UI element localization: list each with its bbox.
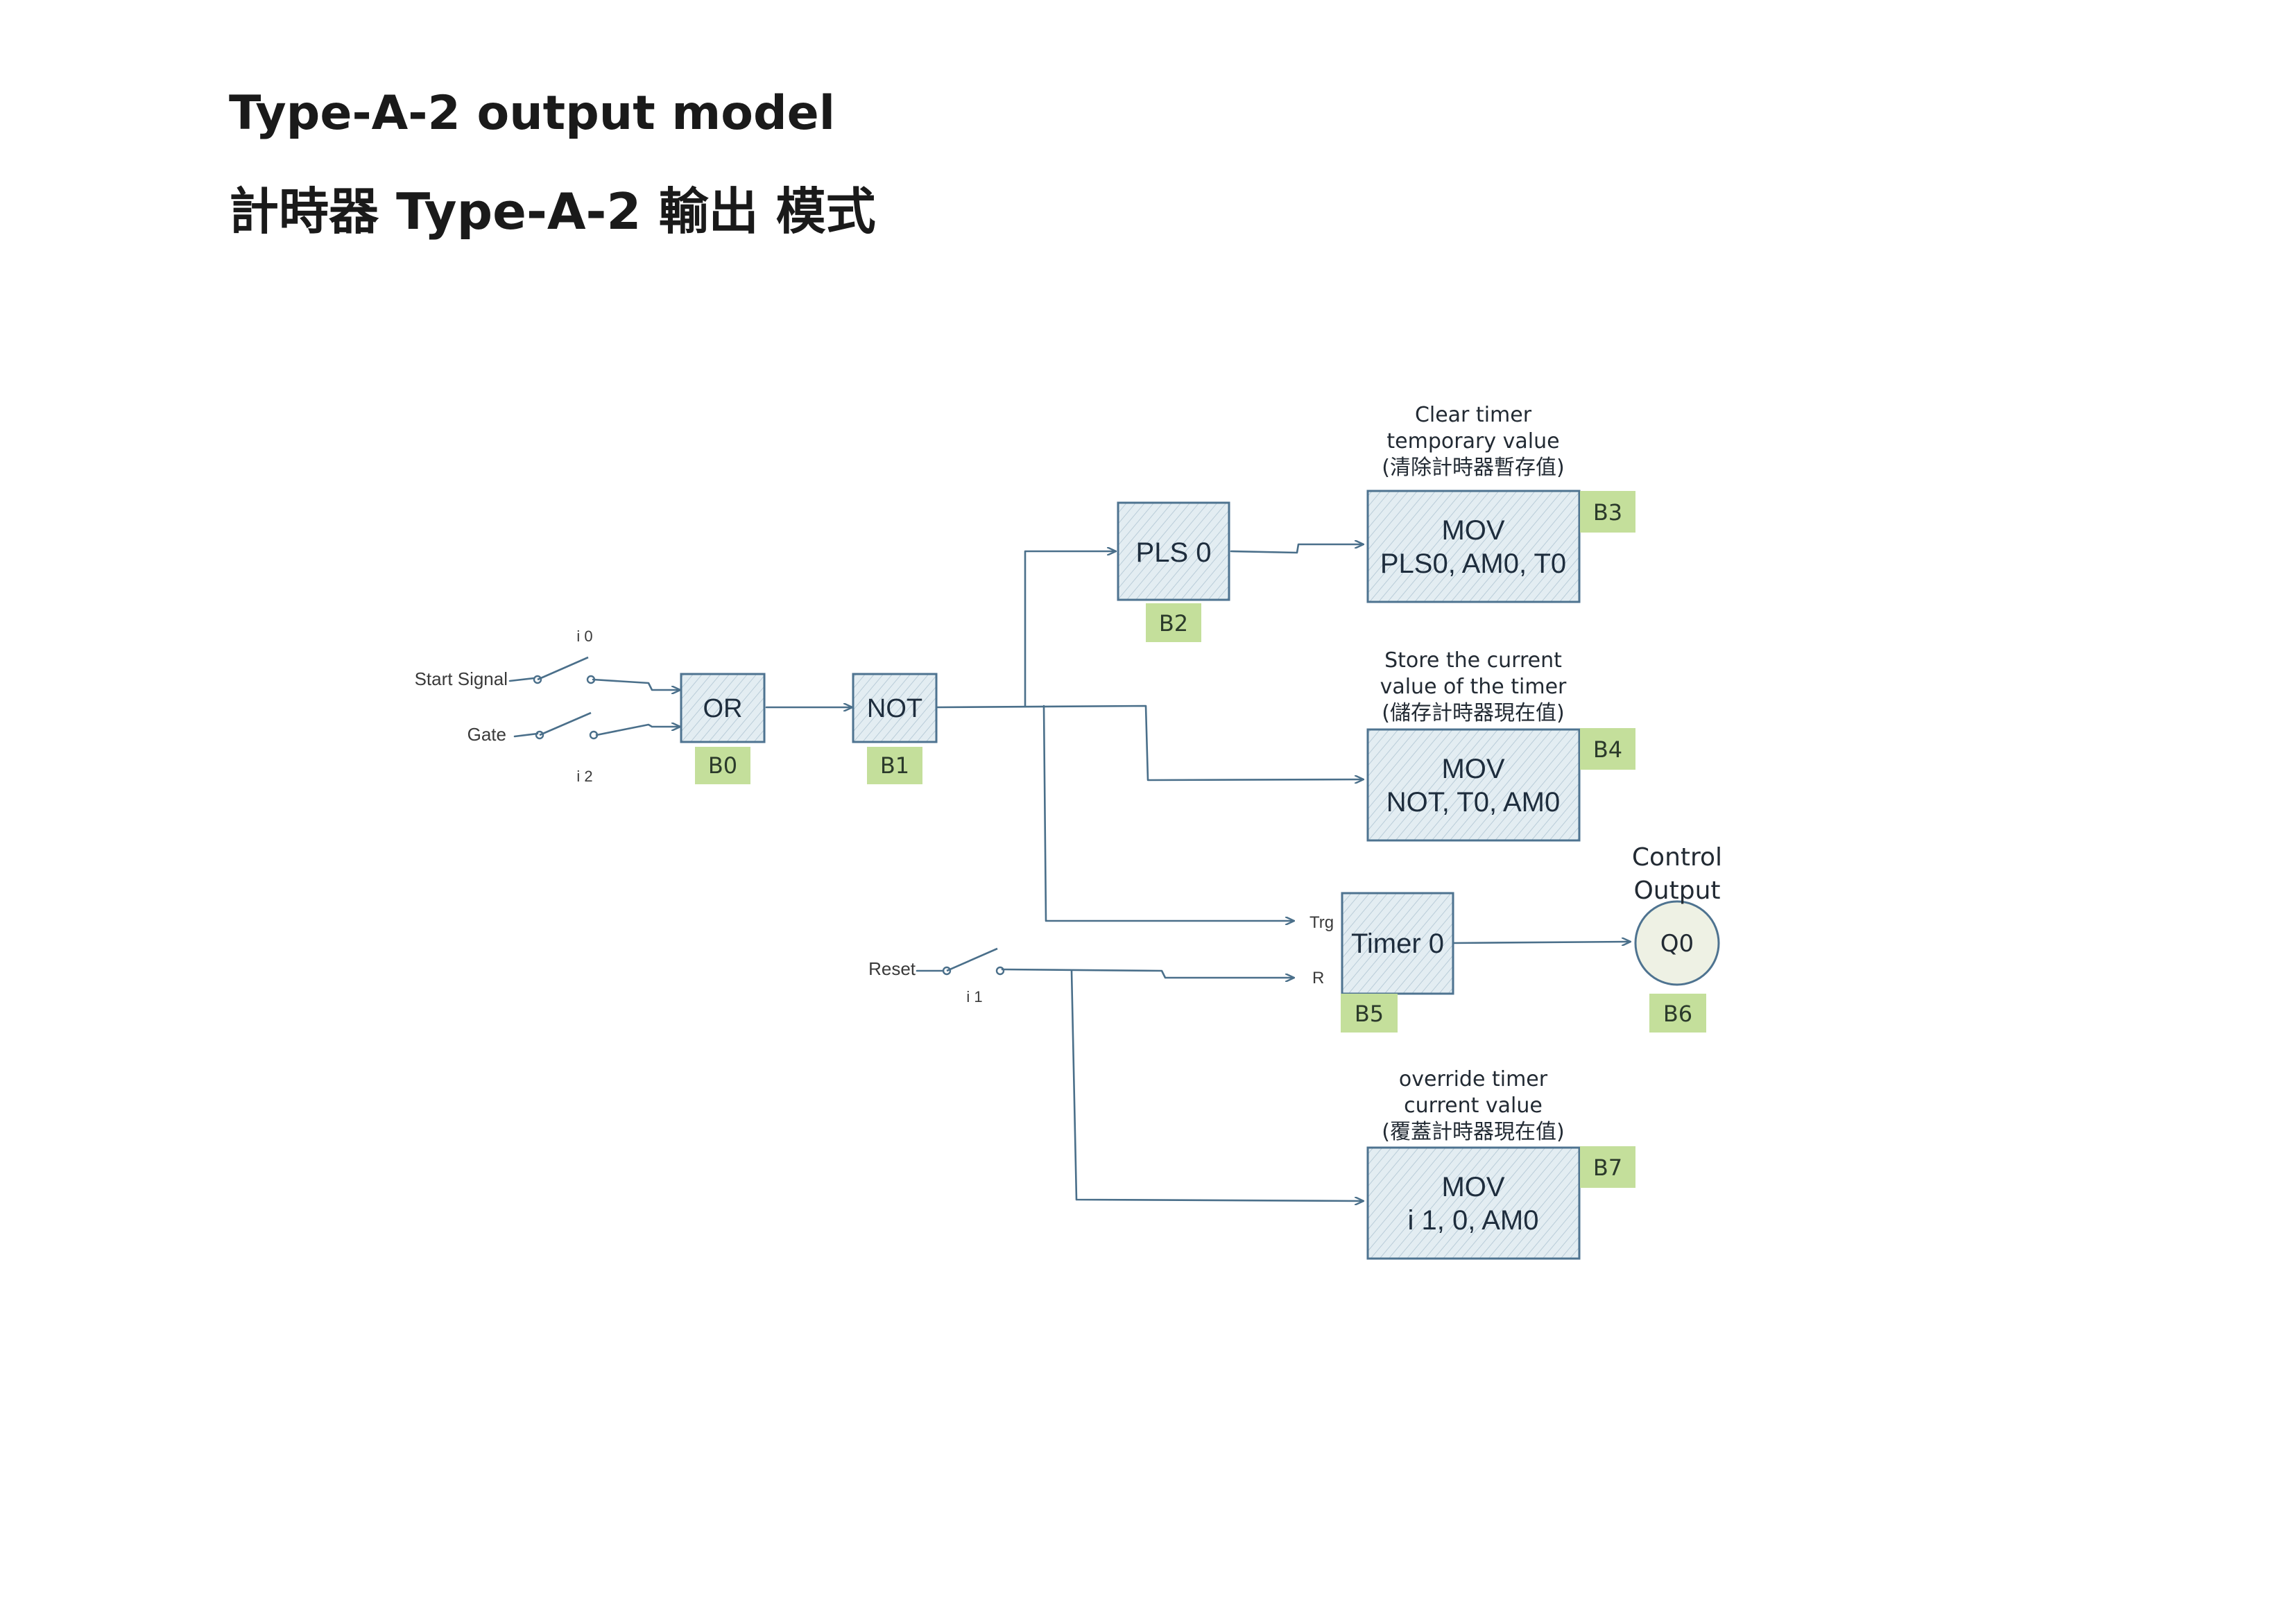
q0-label: Q0 <box>1660 930 1694 958</box>
badge-b1: B1 <box>880 752 909 779</box>
badge-b2: B2 <box>1159 610 1188 637</box>
pls-block[interactable]: PLS 0 B2 <box>1117 501 1230 642</box>
not-label: NOT <box>867 694 922 723</box>
note-b3: Clear timer temporary value (清除計時器暫存值) <box>1382 403 1564 480</box>
badge-b6: B6 <box>1663 1001 1692 1027</box>
i1-label: i 1 <box>966 988 982 1005</box>
reset-label: Reset <box>868 958 916 979</box>
badge-b3: B3 <box>1593 499 1622 526</box>
mov-b3-block[interactable]: MOV PLS0, AM0, T0 B3 <box>1366 490 1635 603</box>
switch-i1[interactable] <box>942 947 1005 976</box>
note-b7-line3: (覆蓋計時器現在值) <box>1382 1120 1564 1144</box>
mov-b4-line1: MOV <box>1441 754 1504 784</box>
mov-b3-line1: MOV <box>1441 515 1504 546</box>
note-output-line2: Output <box>1633 876 1720 905</box>
mov-b7-block[interactable]: MOV i 1, 0, AM0 B7 <box>1366 1146 1635 1260</box>
note-b4: Store the current value of the timer (儲存… <box>1380 648 1567 725</box>
or-label: OR <box>703 694 743 723</box>
i2-label: i 2 <box>576 768 592 785</box>
mov-b3-line2: PLS0, AM0, T0 <box>1380 548 1566 579</box>
note-b3-line3: (清除計時器暫存值) <box>1382 456 1564 480</box>
timer-label: Timer 0 <box>1351 928 1444 959</box>
note-b3-line2: temporary value <box>1386 429 1559 453</box>
note-b4-line2: value of the timer <box>1380 675 1567 699</box>
timer-trg-label: Trg <box>1309 913 1334 932</box>
badge-b7: B7 <box>1593 1155 1622 1181</box>
timer-block[interactable]: Timer 0 Trg R B5 <box>1309 892 1454 1033</box>
or-block[interactable]: OR B0 <box>680 673 766 784</box>
note-b3-line1: Clear timer <box>1415 403 1532 427</box>
mov-b7-line1: MOV <box>1441 1172 1504 1202</box>
start-signal-label: Start Signal <box>415 668 508 689</box>
i0-label: i 0 <box>576 628 592 645</box>
mov-b4-line2: NOT, T0, AM0 <box>1386 787 1560 818</box>
switch-i2[interactable] <box>535 711 599 740</box>
title-line-1: Type-A-2 output model <box>229 86 835 141</box>
wires <box>508 544 1630 1201</box>
timer-r-label: R <box>1312 969 1324 987</box>
not-block[interactable]: NOT B1 <box>852 673 938 784</box>
mov-b7-line2: i 1, 0, AM0 <box>1408 1205 1539 1236</box>
badge-b5: B5 <box>1355 1001 1384 1027</box>
pls-label: PLS 0 <box>1136 537 1212 568</box>
note-b7-line1: override timer <box>1399 1067 1548 1091</box>
title-line-2: 計時器 Type-A-2 輸出 模式 <box>229 182 876 241</box>
output-q0[interactable]: Q0 B6 <box>1634 900 1720 1033</box>
note-b7-line2: current value <box>1404 1094 1543 1118</box>
note-output: Control Output <box>1632 843 1722 905</box>
note-b4-line1: Store the current <box>1384 648 1562 673</box>
note-output-line1: Control <box>1632 843 1722 872</box>
note-b4-line3: (儲存計時器現在值) <box>1382 701 1564 725</box>
badge-b4: B4 <box>1593 736 1622 763</box>
gate-label: Gate <box>467 724 506 745</box>
badge-b0: B0 <box>708 752 737 779</box>
note-b7: override timer current value (覆蓋計時器現在值) <box>1382 1067 1564 1144</box>
mov-b4-block[interactable]: MOV NOT, T0, AM0 B4 <box>1366 728 1635 842</box>
switch-i0[interactable] <box>533 656 596 684</box>
